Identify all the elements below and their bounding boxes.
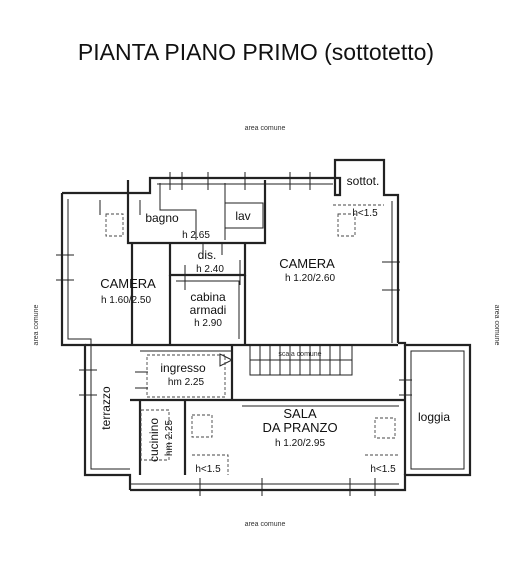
label-ingresso: ingresso (160, 361, 206, 375)
label-sala-line1: SALA (283, 406, 317, 421)
label-terrazzo: terrazzo (99, 386, 113, 430)
internal-walls (85, 180, 465, 475)
label-camera-left-height: h 1.60/2.50 (101, 295, 151, 306)
label-camera-right-height: h 1.20/2.60 (285, 273, 335, 284)
dashed-zones (105, 204, 400, 475)
area-label-bottom: area comune (245, 521, 286, 528)
label-low-height-left: h<1.5 (195, 464, 221, 475)
label-dis: dis. (198, 248, 217, 262)
label-bagno: bagno (145, 211, 179, 225)
label-loggia: loggia (418, 410, 450, 424)
openings (56, 172, 412, 496)
label-bagno-height: h 2.65 (182, 230, 210, 241)
label-camera-left: CAMERA (100, 276, 156, 291)
area-label-top: area comune (245, 125, 286, 132)
label-sala-line2: DA PRANZO (262, 420, 337, 435)
label-scala-comune: scala comune (278, 351, 321, 358)
label-cabina-line1: cabina (190, 290, 226, 304)
area-label-left: area comune (33, 304, 40, 345)
label-cabina-line2: armadi (190, 303, 227, 317)
label-lav: lav (235, 209, 250, 223)
area-label-right: area comune (493, 305, 500, 346)
label-low-height-right: h<1.5 (370, 464, 396, 475)
label-ingresso-height: hm 2.25 (168, 377, 205, 388)
label-sottotetto: sottot. (347, 174, 380, 188)
label-cucinino: cucinino (147, 418, 161, 462)
label-sottotetto-height: h<1.5 (352, 208, 378, 219)
room-labels: bagno h 2.65 lav sottot. h<1.5 CAMERA h … (99, 174, 450, 475)
label-sala-height: h 1.20/2.95 (275, 438, 325, 449)
label-dis-height: h 2.40 (196, 264, 224, 275)
label-cucinino-height: hm 2.25 (164, 419, 175, 456)
label-cabina-height: h 2.90 (194, 318, 222, 329)
plan-title: PIANTA PIANO PRIMO (sottotetto) (78, 39, 434, 65)
label-camera-right: CAMERA (279, 256, 335, 271)
outer-walls (60, 158, 472, 492)
